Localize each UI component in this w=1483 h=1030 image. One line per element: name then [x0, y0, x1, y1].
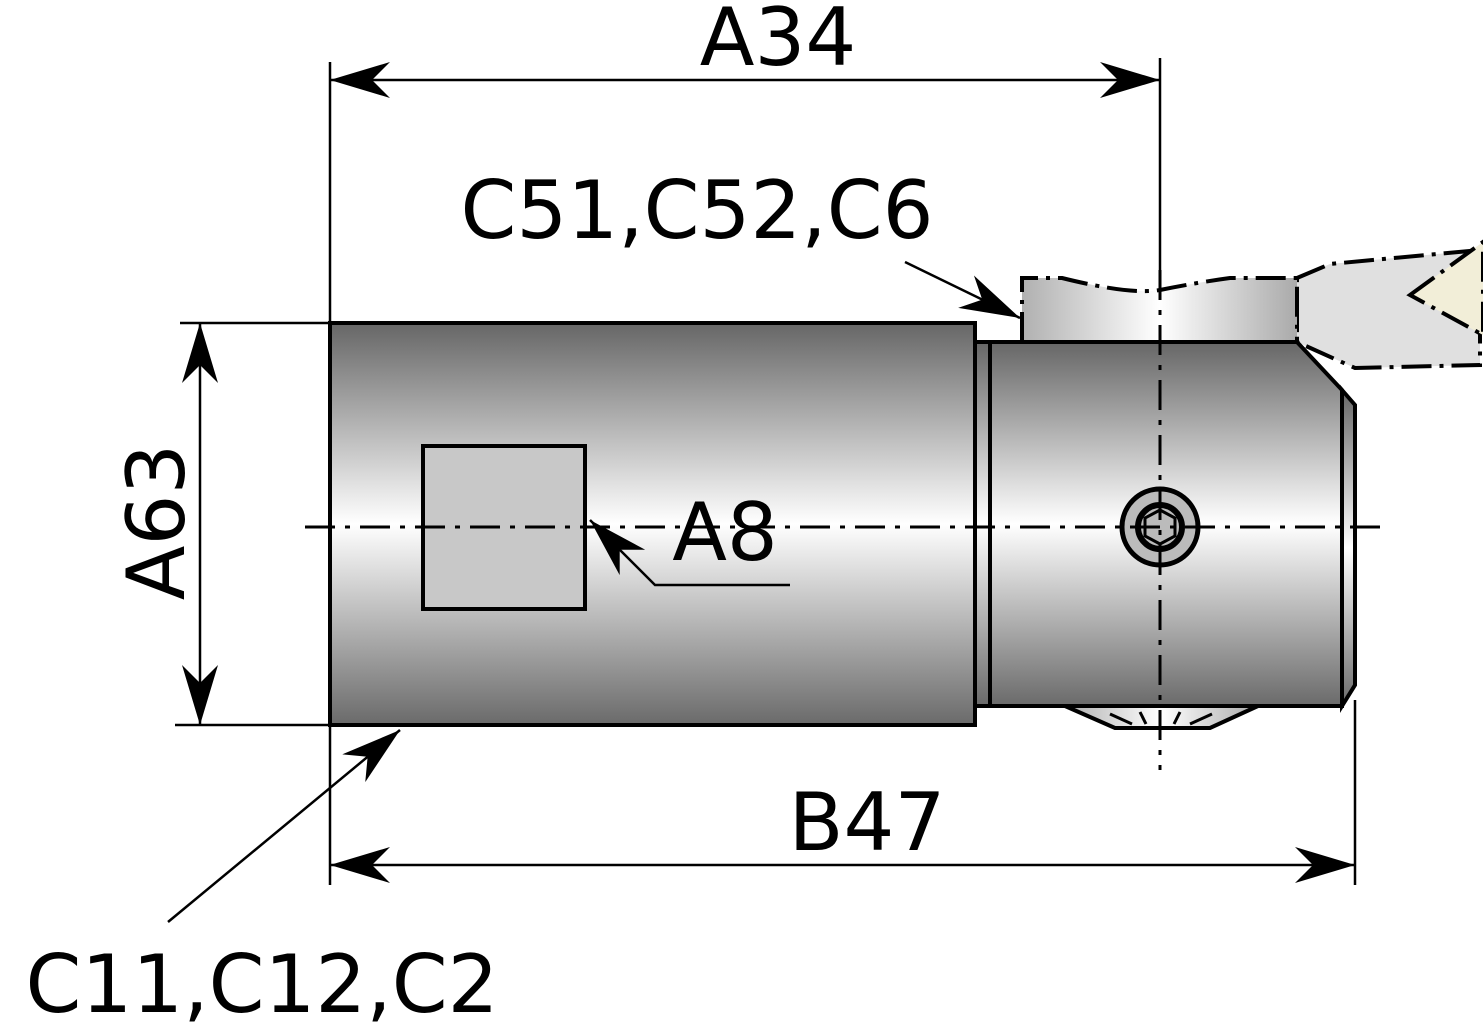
screw-serrations: [1109, 711, 1213, 726]
dimension-lines: [167, 58, 1357, 923]
callout-label-a8: A8: [672, 486, 778, 579]
cutting-insert: [1406, 239, 1483, 338]
callout-label-c51: C51,C52,C6: [461, 164, 934, 257]
groove: [973, 340, 992, 708]
tool-holder-phantom: [1295, 239, 1483, 371]
dimension-label-b47: B47: [789, 776, 946, 869]
callout-label-c11: C11,C12,C2: [26, 938, 499, 1030]
center-lines: [305, 270, 1385, 770]
hex-socket-icon: [1143, 508, 1177, 546]
dimension-label-a63: A63: [110, 444, 203, 601]
chamfer: [1340, 384, 1357, 714]
square-flat: [421, 444, 587, 611]
dimension-label-a34: A34: [700, 0, 857, 84]
